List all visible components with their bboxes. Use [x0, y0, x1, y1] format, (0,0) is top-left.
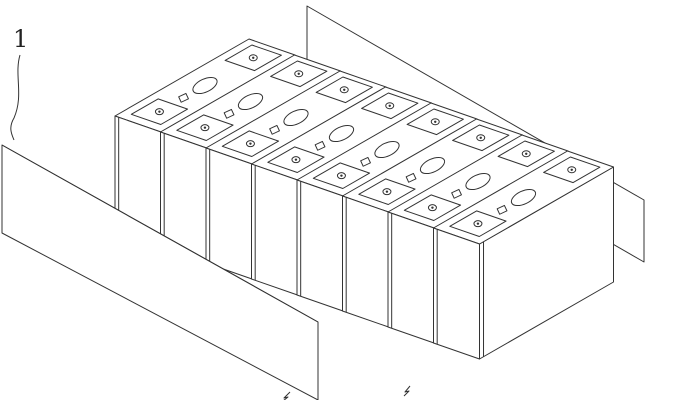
cell-terminal	[312, 162, 371, 189]
cell-label-mark	[269, 124, 280, 135]
cell-label-mark	[360, 156, 371, 167]
reference-numeral-label: 1	[13, 25, 29, 53]
battery-cell	[433, 150, 614, 360]
cell-terminal	[130, 98, 189, 125]
cell-vent	[192, 76, 218, 95]
cell-terminal	[543, 156, 601, 184]
cell-terminal	[221, 130, 280, 157]
cell-terminal	[224, 44, 282, 72]
cell-terminal	[449, 210, 507, 237]
cell-label-mark	[223, 108, 235, 119]
cell-terminal	[403, 194, 462, 221]
cell-label-mark	[178, 92, 189, 103]
cell-vent	[237, 92, 264, 111]
cell-terminal	[315, 76, 373, 104]
cell-vent	[465, 172, 491, 191]
reference-leader-line	[10, 54, 21, 141]
cell-terminal	[452, 124, 510, 152]
cell-terminal	[270, 60, 328, 88]
cell-label-mark	[314, 140, 326, 151]
cell-label-mark	[405, 172, 417, 183]
cell-vent	[419, 156, 446, 175]
front-side-plate	[1, 144, 319, 400]
cell-label-mark	[496, 204, 508, 215]
cell-vent	[510, 188, 537, 207]
cell-vent	[328, 124, 355, 143]
cell-terminal	[361, 92, 419, 120]
cell-label-mark	[451, 188, 462, 199]
cell-terminal	[497, 140, 555, 168]
cell-terminal	[176, 114, 234, 141]
break-mark	[403, 385, 411, 397]
cell-terminal	[358, 178, 416, 205]
break-mark	[283, 391, 291, 400]
cell-terminal	[267, 146, 325, 173]
cell-vent	[283, 108, 309, 127]
cell-terminal	[406, 108, 464, 136]
cell-vent	[374, 140, 400, 159]
